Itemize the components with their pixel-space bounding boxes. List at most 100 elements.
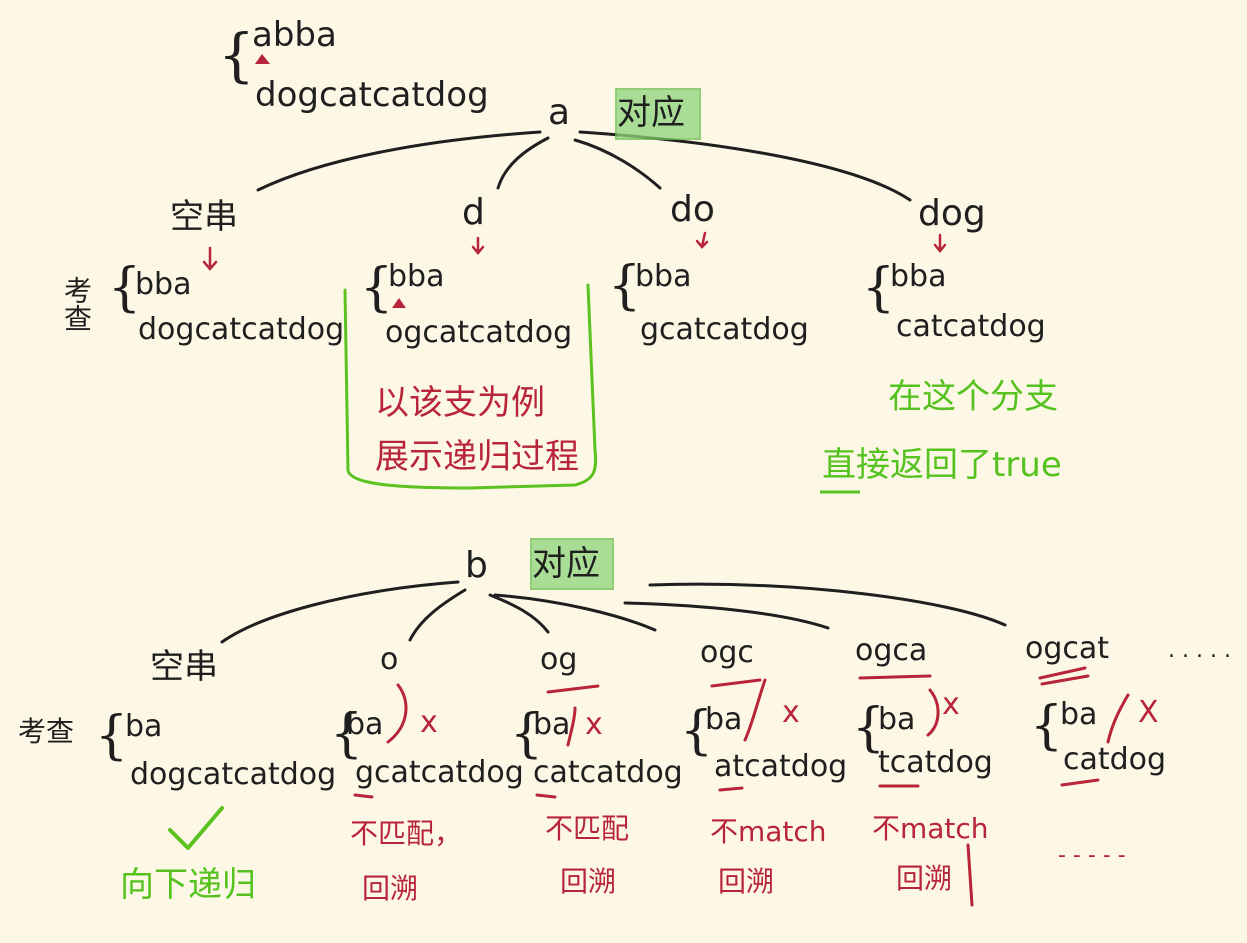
ogca-tick — [966, 843, 974, 907]
paren-ogca — [926, 688, 940, 737]
l1-side-note: 考查 — [60, 276, 93, 332]
l1-string-1: ogcatcatdog — [385, 315, 573, 350]
l1-pattern-3: bba — [890, 259, 947, 294]
l2-note-2a: 不匹配 — [545, 812, 630, 845]
level2-label-highlight — [530, 538, 614, 590]
l2-brace-2: { — [510, 704, 544, 764]
paren-og — [566, 706, 577, 747]
l2-pattern-1: ba — [346, 707, 384, 742]
paren-ogcat — [1106, 693, 1130, 744]
edge-b-ogcat — [648, 582, 1007, 627]
ellipsis-bottom: - - - - - — [1058, 843, 1126, 868]
l2-brace-0: { — [95, 706, 129, 766]
l1-brace-3: { — [862, 258, 896, 318]
l2-note-1b: 回溯 — [362, 872, 419, 905]
d-branch-box — [343, 283, 598, 490]
l2-cross-5: X — [1138, 695, 1159, 730]
under-og — [535, 793, 557, 799]
top-string: dogcatcatdog — [255, 75, 489, 115]
l2-string-1: gcatcatdog — [355, 755, 524, 790]
level1-label-highlight — [615, 88, 701, 140]
mark-ogcat-top — [1038, 666, 1090, 686]
l2-prefix-empty: 空串 — [150, 647, 218, 687]
level1-label: 对应 — [617, 93, 685, 133]
top-brace: { — [218, 21, 255, 89]
caret-d — [392, 298, 406, 308]
l2-brace-4: { — [852, 698, 886, 758]
l2-note-1a: 不匹配， — [350, 817, 463, 850]
arrow-do-1 — [695, 231, 709, 249]
check-mark — [168, 806, 224, 850]
l1-note-1b: 展示递归过程 — [375, 437, 579, 477]
l2-note-2b: 回溯 — [560, 865, 617, 898]
l2-prefix-ogcat: ogcat — [1025, 631, 1110, 666]
l2-string-5: catdog — [1063, 742, 1167, 777]
l2-pattern-0: ba — [125, 709, 163, 744]
l2-note-3a: 不match — [710, 815, 827, 848]
l2-brace-3: { — [680, 701, 714, 761]
l2-side-note: 考查 — [18, 715, 75, 748]
l2-note-4a: 不match — [872, 812, 989, 845]
l1-string-2: gcatcatdog — [640, 312, 809, 347]
l1-prefix-do: do — [670, 189, 715, 230]
mark-og-top — [546, 684, 600, 694]
l1-note-3a: 在这个分支 — [888, 377, 1058, 417]
l2-string-2: catcatdog — [533, 755, 683, 790]
top-pattern: abba — [252, 15, 337, 55]
l2-prefix-ogc: ogc — [700, 635, 754, 670]
l2-cross-1: x — [420, 705, 438, 740]
l2-string-3: atcatdog — [714, 749, 848, 784]
l2-string-0: dogcatcatdog — [130, 757, 337, 792]
l1-brace-1: { — [360, 258, 394, 318]
edge-b-o — [408, 588, 467, 642]
l2-prefix-o: o — [380, 642, 399, 677]
caret-top — [255, 54, 270, 64]
l2-cross-3: x — [782, 695, 800, 730]
l2-note-3b: 回溯 — [718, 865, 775, 898]
l2-cross-4: x — [942, 687, 960, 722]
ellipsis-top: . . . . . — [1168, 638, 1231, 663]
l2-pattern-4: ba — [878, 702, 916, 737]
edge-b-empty — [220, 580, 460, 644]
l1-note-3b: 直接返回了true — [822, 445, 1062, 485]
edge-b-og — [488, 593, 550, 634]
arrow-empty-1 — [202, 246, 218, 271]
l1-note-1a: 以该支为例 — [375, 383, 545, 423]
paren-o — [386, 683, 408, 744]
level2-char: b — [465, 545, 488, 586]
arrow-dog-1 — [933, 233, 947, 253]
paren-ogc — [743, 678, 767, 742]
l2-prefix-og: og — [540, 642, 578, 677]
l1-pattern-2: bba — [635, 259, 692, 294]
l1-pattern-1: bba — [388, 259, 445, 294]
l2-string-4: tcatdog — [878, 745, 993, 780]
l2-pattern-3: ba — [705, 702, 743, 737]
l2-note-0: 向下递归 — [120, 865, 256, 905]
edge-a-d — [496, 136, 550, 190]
edge-b-ogca — [623, 601, 830, 630]
l1-prefix-d: d — [462, 192, 485, 233]
l1-string-3: catcatdog — [896, 309, 1046, 344]
under-ogc — [718, 786, 744, 792]
level1-char: a — [548, 92, 571, 133]
mark-ogca-top — [858, 674, 932, 680]
l1-pattern-0: bba — [135, 267, 192, 302]
l1-brace-0: { — [108, 258, 142, 318]
edge-b-ogc — [493, 593, 657, 632]
l1-prefix-dog: dog — [918, 193, 986, 234]
l2-pattern-5: ba — [1060, 697, 1098, 732]
edge-a-empty — [256, 130, 542, 192]
l2-brace-5: { — [1030, 696, 1064, 756]
under-o — [353, 793, 374, 799]
l2-brace-1: { — [330, 704, 364, 764]
edge-a-do — [573, 138, 662, 190]
l2-pattern-2: ba — [533, 707, 571, 742]
l1-string-0: dogcatcatdog — [138, 312, 345, 347]
l1-brace-2: { — [608, 256, 642, 316]
under-ogcat — [1060, 778, 1100, 787]
arrow-d-1 — [471, 236, 485, 255]
l1-prefix-empty: 空串 — [170, 197, 238, 237]
l2-cross-2: x — [585, 707, 603, 742]
l2-note-4b: 回溯 — [896, 862, 953, 895]
